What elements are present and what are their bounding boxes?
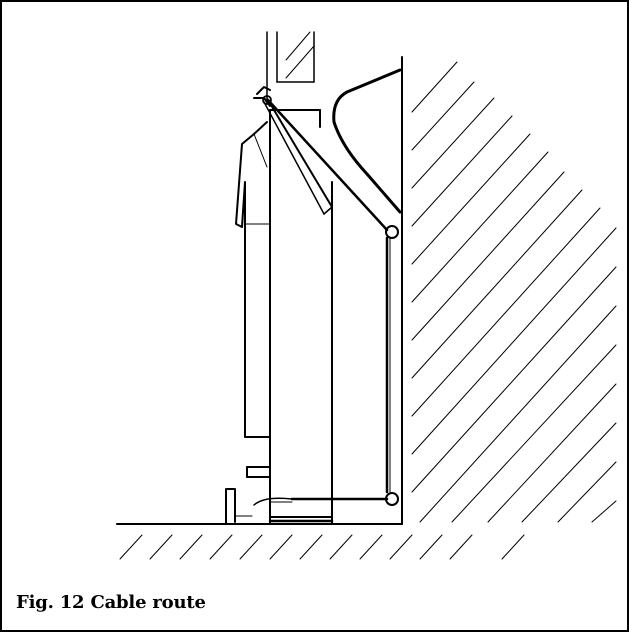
top-hook [253,86,272,107]
wall [401,56,617,525]
lower-cable-pulley [385,492,399,506]
base-foot [225,466,334,525]
device-body [235,121,271,438]
floor-hatching [119,534,525,560]
top-box [266,31,315,103]
floor [116,523,525,560]
cable-route-diagram [116,31,617,560]
figure-caption: Fig. 12 Cable route [16,592,206,613]
upper-cable-pulley [385,225,399,239]
wall-bracket [332,68,402,214]
support-strut [263,99,333,215]
cable [253,98,399,506]
rear-panel [269,109,333,525]
wall-hatching [411,61,617,523]
